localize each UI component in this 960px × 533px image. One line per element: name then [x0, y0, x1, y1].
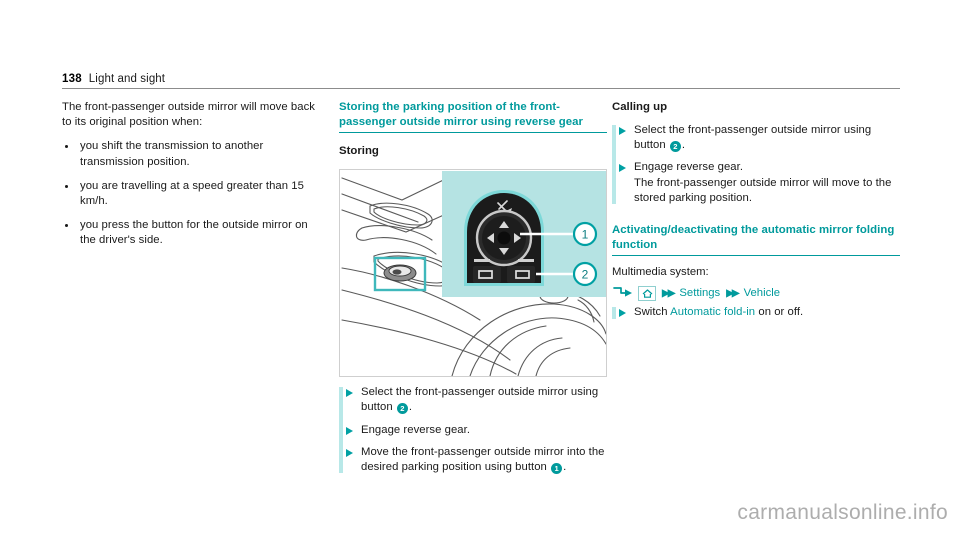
intro-paragraph: The front-passenger outside mirror will …	[62, 101, 315, 129]
step-text-tail: .	[563, 461, 567, 473]
menu-option-automatic-fold-in[interactable]: Automatic fold-in	[670, 306, 756, 319]
callout-marker-2: 2	[572, 262, 598, 287]
list-item-label: you press the button for the outside mir…	[80, 219, 308, 247]
list-item: Engage reverse gear.	[339, 423, 607, 438]
list-item: you shift the transmission to another tr…	[62, 139, 320, 169]
step-arrow-icon	[346, 426, 353, 435]
list-item: Switch Automatic fold-in on or off.	[612, 305, 900, 320]
step-text: Move the front-passenger outside mirror …	[361, 445, 605, 473]
step-text-tail: .	[681, 139, 686, 152]
list-item-label: you are travelling at a speed greater th…	[80, 179, 304, 208]
enter-arrow-icon	[612, 286, 632, 301]
header-divider	[62, 88, 900, 89]
step-arrow-icon	[346, 389, 353, 398]
subheading-storing: Storing	[339, 145, 379, 158]
list-item: you press the button for the outside mir…	[62, 218, 320, 248]
step-text-tail: .	[408, 401, 413, 414]
multimedia-system-label: Multimedia system:	[612, 266, 709, 279]
step-text: Switch	[634, 306, 668, 319]
callout-marker-1: 1	[572, 222, 598, 247]
bullet-dot-icon	[65, 184, 68, 188]
step-arrow-icon	[346, 448, 353, 457]
header-row: 138 Light and sight	[62, 72, 900, 86]
door-mirror-switch	[383, 264, 417, 282]
section-heading-storing-parking-position: Storing the parking position of the fron…	[339, 100, 607, 134]
svg-text:1: 1	[582, 228, 589, 242]
breadcrumb-separator-icon: ▶▶	[662, 287, 675, 299]
list-item: Select the front-passenger outside mirro…	[339, 385, 607, 415]
storing-steps-list: Select the front-passenger outside mirro…	[339, 385, 607, 475]
step-arrow-icon	[619, 309, 626, 318]
step-arrow-icon	[619, 127, 626, 135]
callout-badge: 2	[396, 403, 408, 415]
left-column: The front-passenger outside mirror will …	[62, 100, 320, 258]
middle-column: Storing the parking position of the fron…	[339, 100, 607, 475]
step-text: Select the front-passenger outside mirro…	[361, 386, 599, 414]
zoom-highlight-box	[373, 256, 427, 292]
bullet-dot-icon	[65, 224, 68, 228]
site-watermark: carmanualsonline.info	[737, 501, 948, 524]
page-number: 138	[62, 73, 82, 85]
step-text: Engage reverse gear.	[361, 423, 471, 436]
step-text: Engage reverse gear.	[634, 161, 744, 174]
list-item: Move the front-passenger outside mirror …	[339, 445, 607, 475]
list-item: Engage reverse gear. The front-passenger…	[612, 160, 900, 206]
chapter-title: Light and sight	[88, 73, 166, 85]
conditions-list: you shift the transmission to another tr…	[62, 139, 320, 248]
bullet-dot-icon	[65, 145, 68, 149]
illustration-svg: 1 2	[340, 170, 606, 377]
step-arrow-icon	[619, 164, 626, 173]
subheading-calling-up: Calling up	[612, 101, 668, 113]
home-icon[interactable]	[638, 285, 656, 301]
breadcrumb-item-settings[interactable]: Settings	[679, 287, 721, 300]
list-item: Select the front-passenger outside mirro…	[612, 123, 900, 153]
section-heading-auto-folding: Activating/deactivating the automatic mi…	[612, 223, 900, 257]
step-text-tail: on or off.	[758, 306, 804, 319]
switch-step-list: Switch Automatic fold-in on or off.	[612, 305, 900, 320]
calling-up-steps-list: Select the front-passenger outside mirro…	[612, 123, 900, 206]
step-note: The front-passenger outside mirror will …	[634, 176, 892, 204]
mirror-control-illustration: 1 2	[339, 169, 607, 378]
callout-badge: 2	[669, 141, 681, 153]
list-item: you are travelling at a speed greater th…	[62, 179, 320, 209]
breadcrumb: ▶▶ Settings ▶▶ Vehicle	[612, 285, 900, 301]
callout-badge: 1	[551, 463, 563, 474]
breadcrumb-separator-icon: ▶▶	[726, 287, 739, 299]
mirror-adjust-control	[464, 190, 544, 287]
right-column: Calling up Select the front-passenger ou…	[612, 100, 900, 321]
page-header: 138 Light and sight	[62, 72, 900, 90]
step-text: Select the front-passenger outside mirro…	[634, 124, 872, 152]
svg-text:2: 2	[582, 268, 589, 282]
list-item-label: you shift the transmission to another tr…	[80, 140, 264, 168]
breadcrumb-item-vehicle[interactable]: Vehicle	[743, 287, 781, 300]
